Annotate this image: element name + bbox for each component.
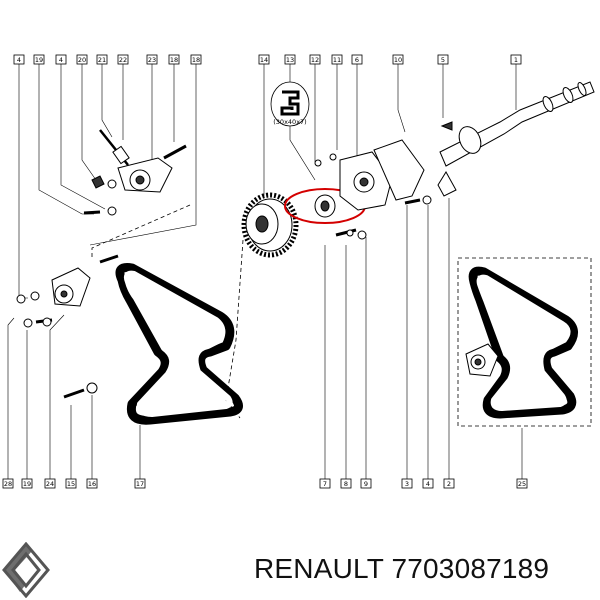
callout-label: 13 (286, 56, 294, 64)
lower-tensioner-assembly (16, 254, 119, 399)
callout-3-bottom: 3 (401, 478, 413, 489)
callout-label: 5 (441, 56, 445, 64)
timing-belt-main (115, 263, 243, 425)
callout-label: 4 (59, 56, 63, 64)
renault-diamond-logo-icon (2, 542, 50, 598)
callout-label: 21 (98, 56, 106, 64)
callout-label: 3 (405, 480, 409, 488)
callout-label: 10 (394, 56, 402, 64)
callout-23-top: 23 (146, 54, 158, 65)
callout-25-bottom: 25 (516, 478, 528, 489)
callout-17-bottom: 17 (134, 478, 146, 489)
callout-label: 4 (426, 480, 430, 488)
callout-5-top: 5 (437, 54, 449, 65)
water-pump-housing (314, 139, 457, 240)
callout-18a-top: 18 (168, 54, 180, 65)
callout-label: 12 (311, 56, 319, 64)
callout-22-top: 22 (117, 54, 129, 65)
callout-label: 1 (514, 56, 518, 64)
crank-sprocket (241, 192, 299, 258)
callout-label: 8 (344, 480, 348, 488)
assembly-guide-left (91, 204, 191, 260)
callout-label: 19 (23, 480, 31, 488)
callout-label: 14 (260, 56, 268, 64)
callout-label: 7 (323, 480, 327, 488)
seal-inset: (30x40x7) (270, 81, 310, 127)
callout-label: 22 (119, 56, 127, 64)
callout-4b-top: 4 (55, 54, 67, 65)
callout-9-bottom: 9 (360, 478, 372, 489)
callout-19-top: 19 (33, 54, 45, 65)
callout-14-top: 14 (258, 54, 270, 65)
callout-4-top: 4 (13, 54, 25, 65)
callout-1-top: 1 (510, 54, 522, 65)
camshaft (439, 81, 595, 167)
belt-kit-inset (457, 257, 592, 427)
callout-8-bottom: 8 (340, 478, 352, 489)
callout-11-top: 11 (331, 54, 343, 65)
seal-size-label: (30x40x7) (273, 118, 306, 126)
callout-18b-top: 18 (190, 54, 202, 65)
callout-4-bottom: 4 (422, 478, 434, 489)
callout-label: 23 (148, 56, 156, 64)
callout-24-bottom: 24 (44, 478, 56, 489)
callout-13-top: 13 (284, 54, 296, 65)
callout-20-top: 20 (76, 54, 88, 65)
callout-label: 11 (333, 56, 341, 64)
callout-label: 6 (355, 56, 359, 64)
assembly-guide-belt (225, 239, 244, 419)
callout-label: 20 (78, 56, 86, 64)
brand-part-number: RENAULT 7703087189 (254, 553, 550, 584)
callout-label: 15 (67, 480, 75, 488)
upper-tensioner-assembly (83, 129, 187, 216)
callout-2-bottom: 2 (443, 478, 455, 489)
callout-label: 16 (88, 480, 96, 488)
callout-label: 24 (46, 480, 54, 488)
callout-7-bottom: 7 (319, 478, 331, 489)
callout-label: 17 (136, 480, 144, 488)
callout-28-bottom: 28 (2, 478, 14, 489)
callout-label: 18 (170, 56, 178, 64)
callout-label: 28 (4, 480, 12, 488)
callout-label: 25 (518, 480, 526, 488)
callout-15-bottom: 15 (65, 478, 77, 489)
callout-label: 18 (192, 56, 200, 64)
callout-21-top: 21 (96, 54, 108, 65)
callout-19-bottom: 19 (21, 478, 33, 489)
callout-10-top: 10 (392, 54, 404, 65)
callout-label: 4 (17, 56, 21, 64)
callout-12-top: 12 (309, 54, 321, 65)
callout-16-bottom: 16 (86, 478, 98, 489)
callout-label: 2 (447, 480, 451, 488)
callout-label: 19 (35, 56, 43, 64)
callout-6-top: 6 (351, 54, 363, 65)
callout-label: 9 (364, 480, 368, 488)
